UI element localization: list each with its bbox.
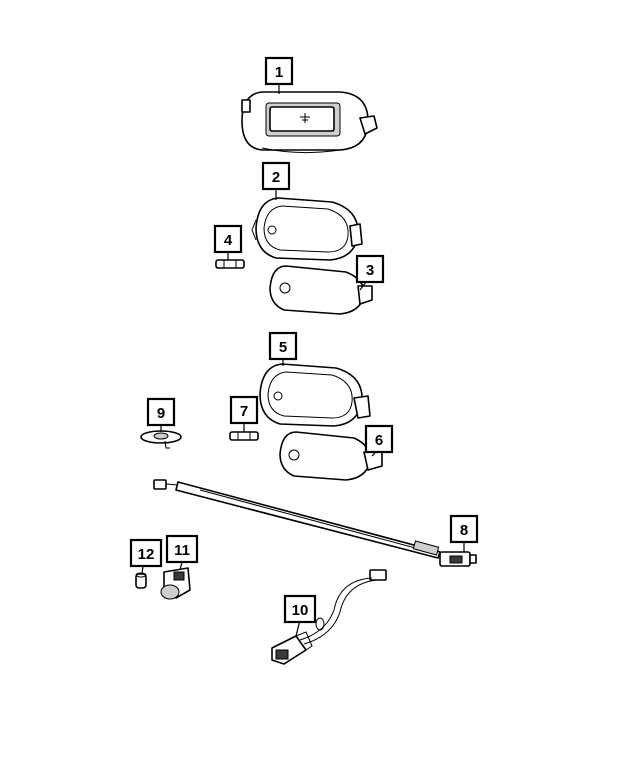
- callout-2: 2: [261, 161, 291, 191]
- callout-1: 1: [264, 56, 294, 86]
- part-12-plug: [135, 572, 147, 589]
- part-11-switch: [160, 567, 191, 600]
- leader-lines: [141, 84, 465, 637]
- callout-8-label: 8: [460, 522, 468, 539]
- callout-9-label: 9: [157, 405, 165, 422]
- part-2-bezel: [251, 197, 363, 261]
- part-9-grommet: [140, 430, 182, 449]
- part-7-bulb: [229, 431, 259, 441]
- callout-7-label: 7: [240, 403, 248, 420]
- callout-10: 10: [283, 594, 317, 624]
- callout-8: 8: [449, 514, 479, 544]
- part-1-lamp-assembly: [241, 91, 378, 154]
- callout-4: 4: [213, 224, 243, 254]
- callout-6: 6: [364, 424, 394, 454]
- part-3-lens: [269, 265, 373, 315]
- callout-11: 11: [165, 534, 199, 564]
- callout-1-label: 1: [275, 64, 283, 81]
- callout-3: 3: [355, 254, 385, 284]
- callout-6-label: 6: [375, 432, 383, 449]
- part-10-connector-pigtail: [271, 569, 387, 665]
- callout-5-label: 5: [279, 339, 287, 356]
- callout-12-label: 12: [138, 546, 155, 563]
- callout-4-label: 4: [224, 232, 233, 249]
- callout-11-label: 11: [174, 542, 190, 559]
- callout-7: 7: [229, 395, 259, 425]
- callout-2-label: 2: [272, 169, 280, 186]
- callout-5: 5: [268, 331, 298, 361]
- callout-10-label: 10: [292, 602, 309, 619]
- callout-12: 12: [129, 538, 163, 568]
- part-8-wire-harness: [153, 479, 477, 567]
- part-5-bezel: [259, 363, 371, 427]
- callout-9: 9: [146, 397, 176, 427]
- callout-3-label: 3: [366, 262, 374, 279]
- part-4-bulb: [215, 259, 245, 269]
